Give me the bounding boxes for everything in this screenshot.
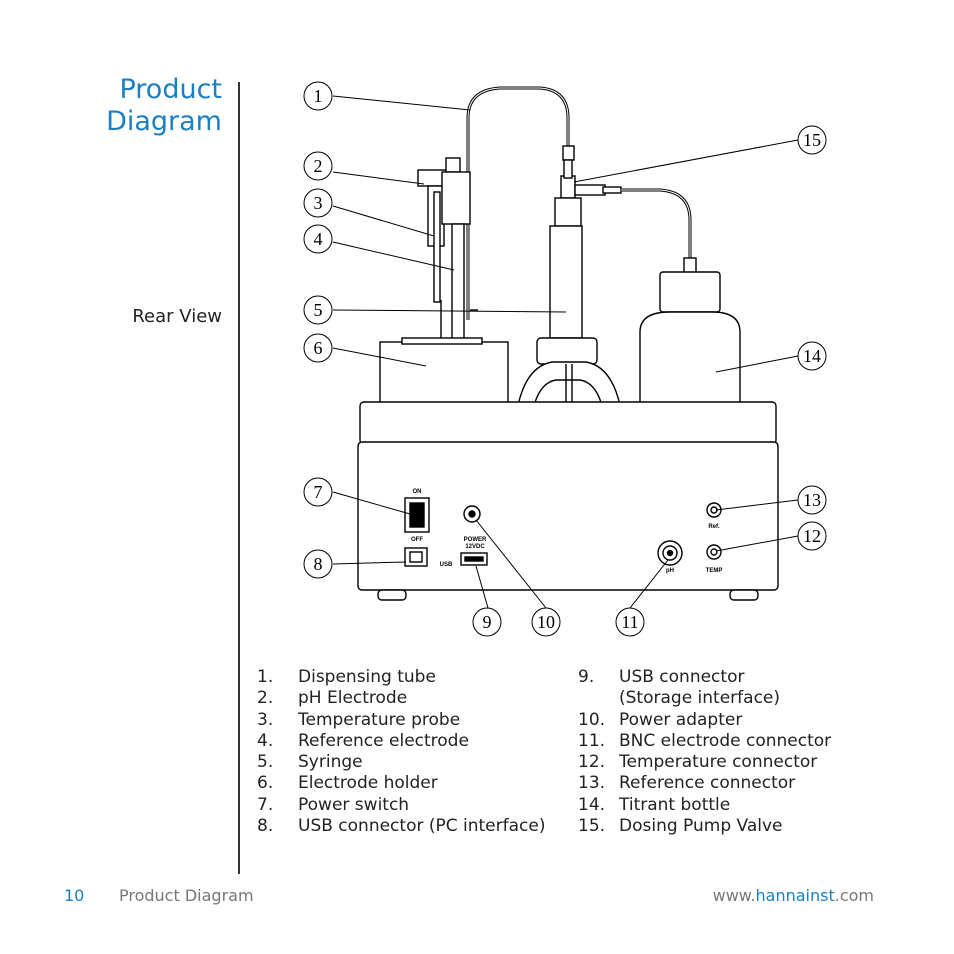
url-brand: hannainst <box>755 886 835 905</box>
switch-on-label: ON <box>413 489 422 495</box>
svg-text:8: 8 <box>314 554 323 574</box>
callout-7: 7 <box>303 477 333 507</box>
callout-14: 14 <box>797 341 827 371</box>
svg-text:14: 14 <box>803 346 821 366</box>
list-item: (Storage interface) <box>619 688 781 709</box>
list-item: 13.Reference connector <box>578 773 796 794</box>
svg-text:11: 11 <box>621 612 638 632</box>
svg-text:4: 4 <box>314 229 323 249</box>
callout-13: 13 <box>797 485 827 515</box>
callout-4: 4 <box>303 224 333 254</box>
vertical-divider <box>238 82 240 874</box>
list-item: 11.BNC electrode connector <box>578 730 832 751</box>
power-label-line2: 12VDC <box>465 544 485 550</box>
callout-12: 12 <box>797 521 827 551</box>
callout-15: 15 <box>797 125 827 155</box>
list-item: 6.Electrode holder <box>257 773 438 794</box>
svg-text:3: 3 <box>314 193 323 213</box>
ref-label: Ref. <box>708 524 720 530</box>
svg-text:9: 9 <box>483 612 492 632</box>
callout-2: 2 <box>303 151 333 181</box>
svg-text:13: 13 <box>803 490 821 510</box>
list-item: 3.Temperature probe <box>257 709 461 730</box>
list-item: 10.Power adapter <box>578 709 743 730</box>
svg-text:1: 1 <box>314 86 323 106</box>
ph-label: pH <box>666 568 674 574</box>
legend-right: 9.USB connector (Storage interface) 10.P… <box>578 667 831 837</box>
footer-url[interactable]: www.hannainst.com <box>713 886 874 905</box>
list-item: 9.USB connector <box>578 667 745 687</box>
url-prefix: www. <box>712 886 756 905</box>
list-item: 4.Reference electrode <box>257 730 469 751</box>
temp-label: TEMP <box>706 568 723 574</box>
legend-left: 1.Dispensing tube 2.pH Electrode 3.Tempe… <box>257 667 545 837</box>
svg-text:5: 5 <box>314 300 323 320</box>
list-item: 12.Temperature connector <box>578 752 818 773</box>
list-item: 1.Dispensing tube <box>257 667 436 687</box>
page-title-line1: Product <box>119 74 222 105</box>
list-item: 14.Titrant bottle <box>578 794 731 815</box>
callout-11: 11 <box>615 607 645 637</box>
power-label-line1: POWER <box>464 537 487 543</box>
product-diagram: ON OFF USB POWER 12VDC pH TEMP Ref. 1 2 … <box>303 81 827 637</box>
callout-3: 3 <box>303 188 333 218</box>
callout-1: 1 <box>303 81 333 111</box>
callout-8: 8 <box>303 549 333 579</box>
svg-text:2: 2 <box>314 156 323 176</box>
url-suffix: .com <box>834 886 874 905</box>
svg-text:10: 10 <box>537 612 555 632</box>
list-item: 2.pH Electrode <box>257 688 408 709</box>
svg-text:15: 15 <box>803 130 821 150</box>
list-item: 15.Dosing Pump Valve <box>578 816 783 837</box>
list-item: 8.USB connector (PC interface) <box>257 816 546 837</box>
switch-off-label: OFF <box>411 537 423 543</box>
callout-10: 10 <box>531 607 561 637</box>
svg-text:7: 7 <box>314 482 323 502</box>
callout-9: 9 <box>472 607 502 637</box>
svg-text:12: 12 <box>803 526 821 546</box>
view-label: Rear View <box>132 306 222 327</box>
page-number: 10 <box>64 886 85 905</box>
usb-label: USB <box>440 562 453 568</box>
callout-5: 5 <box>303 295 333 325</box>
list-item: 5.Syringe <box>257 752 363 773</box>
page-title-line2: Diagram <box>106 106 222 137</box>
page-title: Product Diagram <box>106 74 222 138</box>
svg-text:6: 6 <box>314 338 323 358</box>
callout-6: 6 <box>303 333 333 363</box>
list-item: 7.Power switch <box>257 794 410 815</box>
footer-section: Product Diagram <box>119 886 254 905</box>
